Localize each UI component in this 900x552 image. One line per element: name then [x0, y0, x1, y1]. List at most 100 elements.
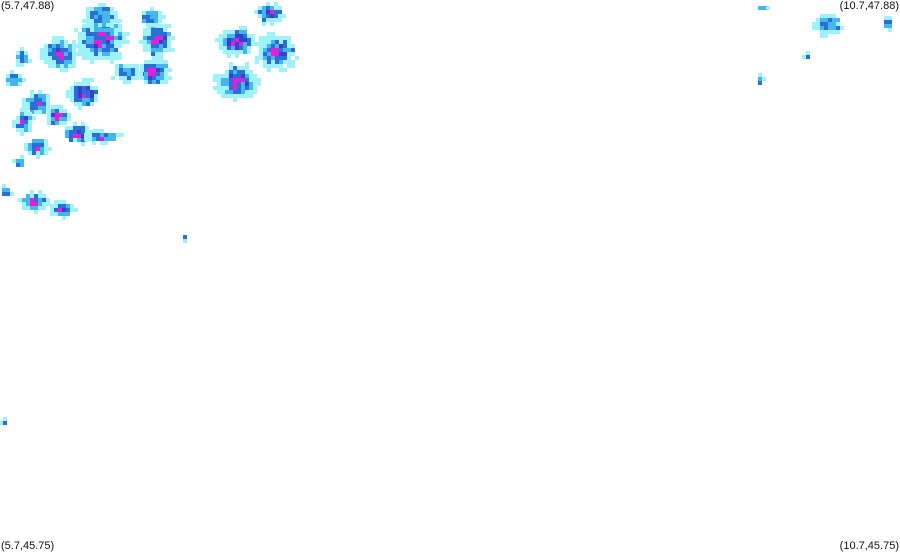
- radar-echo-cell: [16, 51, 20, 55]
- radar-echo-cell: [73, 134, 77, 138]
- radar-echo-cell: [110, 19, 114, 23]
- radar-echo-cell: [6, 78, 10, 82]
- radar-echo-cell: [46, 198, 50, 202]
- radar-echo-cell: [62, 208, 66, 212]
- radar-echo-cell: [146, 15, 150, 19]
- radar-echo-cell: [123, 76, 127, 80]
- radar-echo-cell: [90, 32, 94, 36]
- radar-echo-cell: [816, 26, 820, 30]
- radar-echo-cell: [237, 82, 241, 86]
- radar-echo-cell: [68, 48, 72, 52]
- radar-echo-cell: [59, 113, 63, 117]
- radar-echo-cell: [73, 126, 77, 130]
- radar-echo-cell: [48, 56, 52, 60]
- radar-echo-cell: [94, 40, 98, 44]
- radar-echo-cell: [270, 6, 274, 10]
- radar-echo-cell: [278, 10, 282, 14]
- radar-echo-cell: [888, 28, 892, 32]
- radar-echo-cell: [267, 32, 271, 36]
- radar-echo-cell: [96, 129, 100, 133]
- radar-echo-cell: [282, 14, 286, 18]
- radar-echo-cell: [30, 194, 34, 198]
- radar-echo-cell: [74, 102, 78, 106]
- radar-echo-cell: [156, 68, 160, 72]
- radar-echo-cell: [96, 137, 100, 141]
- radar-echo-cell: [26, 206, 30, 210]
- radar-echo-cell: [213, 86, 217, 90]
- radar-echo-cell: [114, 48, 118, 52]
- radar-echo-cell: [28, 147, 32, 151]
- radar-echo-cell: [249, 74, 253, 78]
- radar-echo-cell: [76, 44, 80, 48]
- radar-echo-cell: [237, 70, 241, 74]
- radar-echo-cell: [164, 68, 168, 72]
- radar-echo-cell: [20, 120, 24, 124]
- radar-echo-cell: [278, 6, 282, 10]
- radar-echo-cell: [262, 18, 266, 22]
- radar-echo-cell: [118, 28, 122, 32]
- radar-echo-cell: [47, 109, 51, 113]
- radar-echo-cell: [249, 94, 253, 98]
- radar-echo-cell: [20, 128, 24, 132]
- radar-echo-cell: [233, 74, 237, 78]
- radar-echo-cell: [148, 72, 152, 76]
- radar-echo-cell: [241, 86, 245, 90]
- radar-echo-cell: [24, 108, 28, 112]
- radar-echo-cell: [12, 120, 16, 124]
- radar-echo-cell: [10, 82, 14, 86]
- radar-echo-cell: [55, 121, 59, 125]
- radar-echo-cell: [102, 48, 106, 52]
- radar-echo-cell: [20, 55, 24, 59]
- radar-echo-cell: [147, 32, 151, 36]
- radar-echo-cell: [828, 14, 832, 18]
- radar-echo-cell: [70, 208, 74, 212]
- radar-echo-cell: [253, 74, 257, 78]
- radar-echo-cell: [152, 56, 156, 60]
- radar-echo-cell: [154, 11, 158, 15]
- radar-echo-cell: [229, 78, 233, 82]
- radar-echo-cell: [167, 48, 171, 52]
- radar-echo-cell: [164, 60, 168, 64]
- radar-echo-cell: [271, 64, 275, 68]
- radar-echo-cell: [90, 60, 94, 64]
- radar-echo-cell: [82, 44, 86, 48]
- radar-echo-cell: [257, 82, 261, 86]
- radar-echo-cell: [229, 62, 233, 66]
- radar-echo-cell: [55, 105, 59, 109]
- radar-echo-cell: [247, 38, 251, 42]
- radar-echo-cell: [287, 52, 291, 56]
- radar-echo-cell: [36, 139, 40, 143]
- radar-echo-cell: [36, 151, 40, 155]
- radar-echo-cell: [279, 60, 283, 64]
- radar-echo-cell: [148, 80, 152, 84]
- radar-echo-cell: [94, 15, 98, 19]
- radar-echo-cell: [266, 18, 270, 22]
- radar-echo-cell: [135, 76, 139, 80]
- radar-echo-cell: [229, 86, 233, 90]
- radar-echo-cell: [86, 94, 90, 98]
- radar-echo-cell: [20, 155, 24, 159]
- radar-echo-cell: [102, 40, 106, 44]
- radar-echo-cell: [270, 22, 274, 26]
- radar-echo-cell: [122, 36, 126, 40]
- radar-echo-cell: [245, 82, 249, 86]
- radar-echo-cell: [229, 90, 233, 94]
- radar-echo-cell: [30, 206, 34, 210]
- radar-echo-cell: [94, 32, 98, 36]
- radar-echo-cell: [52, 56, 56, 60]
- radar-echo-cell: [90, 19, 94, 23]
- corner-label-bottom-left: (5.7,45.75): [1, 540, 55, 552]
- radar-echo-cell: [127, 72, 131, 76]
- radar-echo-cell: [127, 80, 131, 84]
- radar-echo-cell: [275, 56, 279, 60]
- radar-echo-cell: [150, 7, 154, 11]
- radar-echo-cell: [758, 6, 762, 10]
- radar-echo-cell: [22, 202, 26, 206]
- radar-echo-cell: [824, 22, 828, 26]
- radar-echo-cell: [884, 16, 888, 20]
- radar-echo-cell: [159, 44, 163, 48]
- radar-echo-cell: [159, 52, 163, 56]
- radar-echo-cell: [270, 18, 274, 22]
- radar-echo-cell: [58, 208, 62, 212]
